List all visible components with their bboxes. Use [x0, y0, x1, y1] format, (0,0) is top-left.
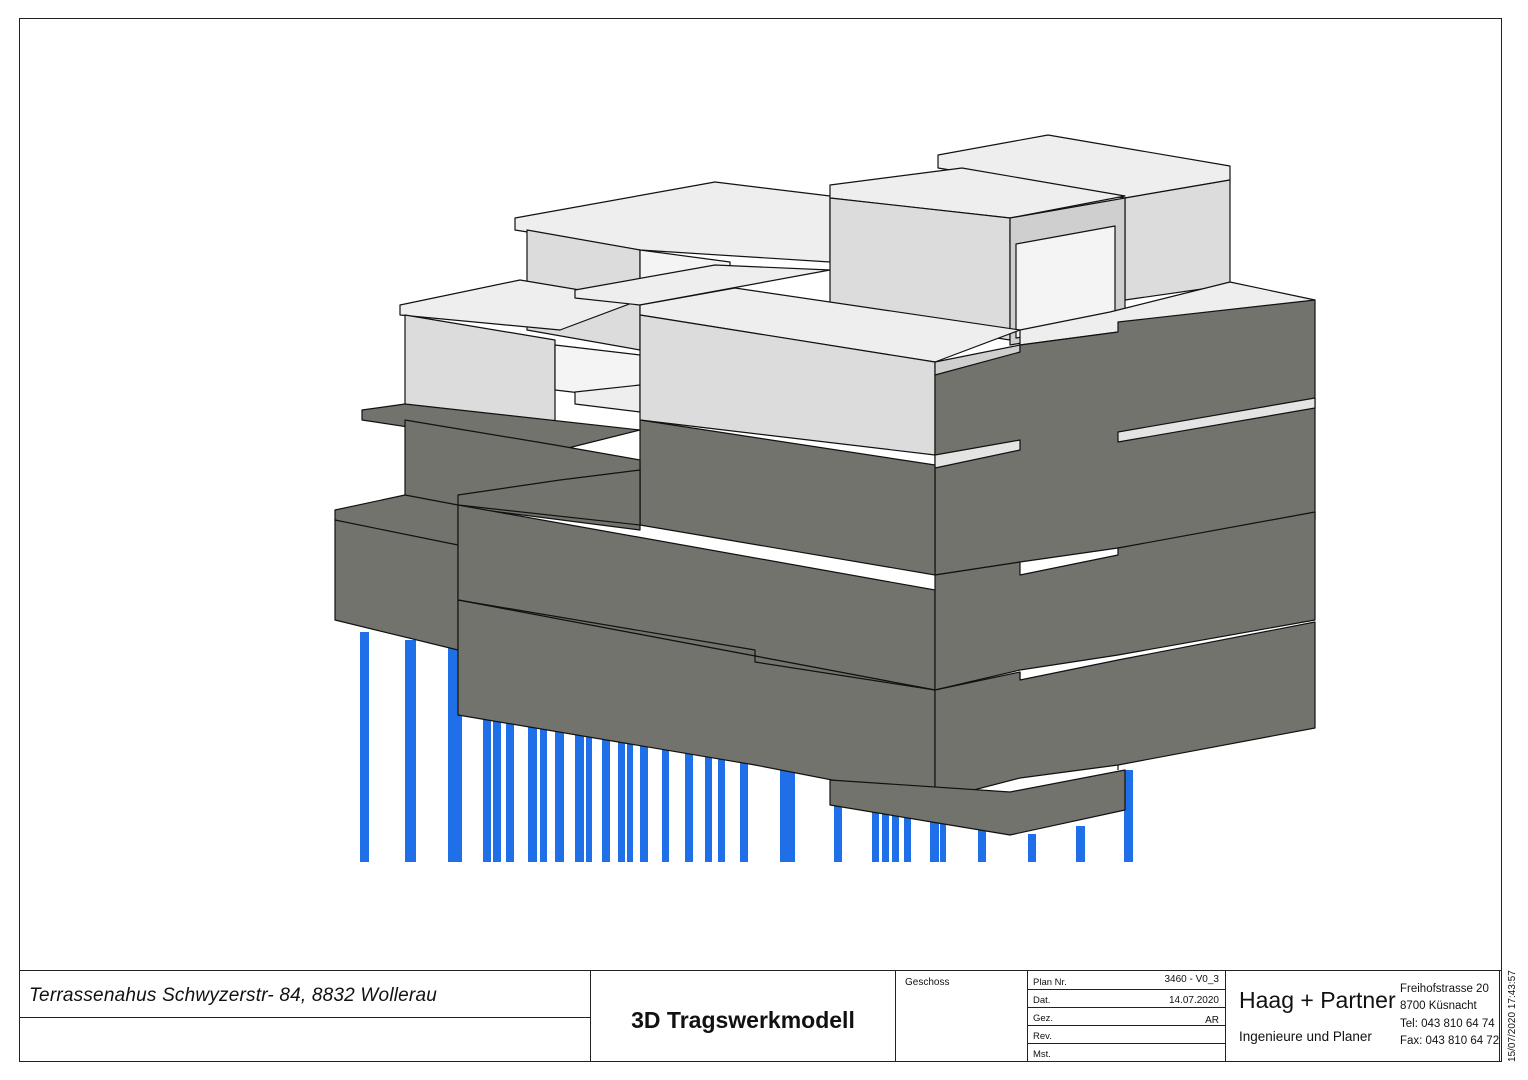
project-title: Terrassenahus Schwyzerstr- 84, 8832 Woll… — [29, 985, 437, 1006]
divider — [1027, 989, 1225, 990]
company-phone: Tel: 043 810 64 74 — [1400, 1018, 1495, 1030]
drawn-by-label: Gez. — [1033, 1013, 1054, 1024]
sheet-title: 3D Tragswerkmodell — [631, 1007, 855, 1033]
plan-nr-value: 3460 - V0_3 — [1164, 974, 1220, 985]
building-massing — [334, 134, 1316, 836]
company-name: Haag + Partner — [1239, 987, 1396, 1013]
company-city: 8700 Küsnacht — [1400, 1000, 1477, 1012]
divider — [1027, 1043, 1225, 1044]
print-timestamp: 15/07/2020 17:43:57 — [1507, 970, 1518, 1062]
revision-label: Rev. — [1033, 1031, 1052, 1042]
scale-label: Mst. — [1033, 1049, 1051, 1060]
company-street: Freihofstrasse 20 — [1400, 983, 1489, 995]
divider — [1225, 971, 1226, 1062]
drawn-by-value: AR — [1205, 1015, 1219, 1026]
divider — [1027, 1007, 1225, 1008]
title-block: Terrassenahus Schwyzerstr- 84, 8832 Woll… — [19, 970, 1502, 1062]
divider — [1027, 971, 1028, 1062]
divider — [1499, 971, 1500, 1062]
divider — [1027, 1025, 1225, 1026]
date-value: 14.07.2020 — [1168, 995, 1219, 1006]
foundation-piles — [360, 632, 1133, 862]
divider — [19, 1017, 590, 1018]
divider — [895, 971, 896, 1062]
company-subtitle: Ingenieure und Planer — [1239, 1029, 1372, 1044]
company-fax: Fax: 043 810 64 72 — [1400, 1035, 1500, 1047]
sheet-frame — [19, 18, 1502, 1062]
divider — [590, 971, 591, 1062]
plan-nr-label: Plan Nr. — [1033, 977, 1067, 988]
date-label: Dat. — [1033, 995, 1051, 1006]
geschoss-label: Geschoss — [905, 977, 950, 988]
